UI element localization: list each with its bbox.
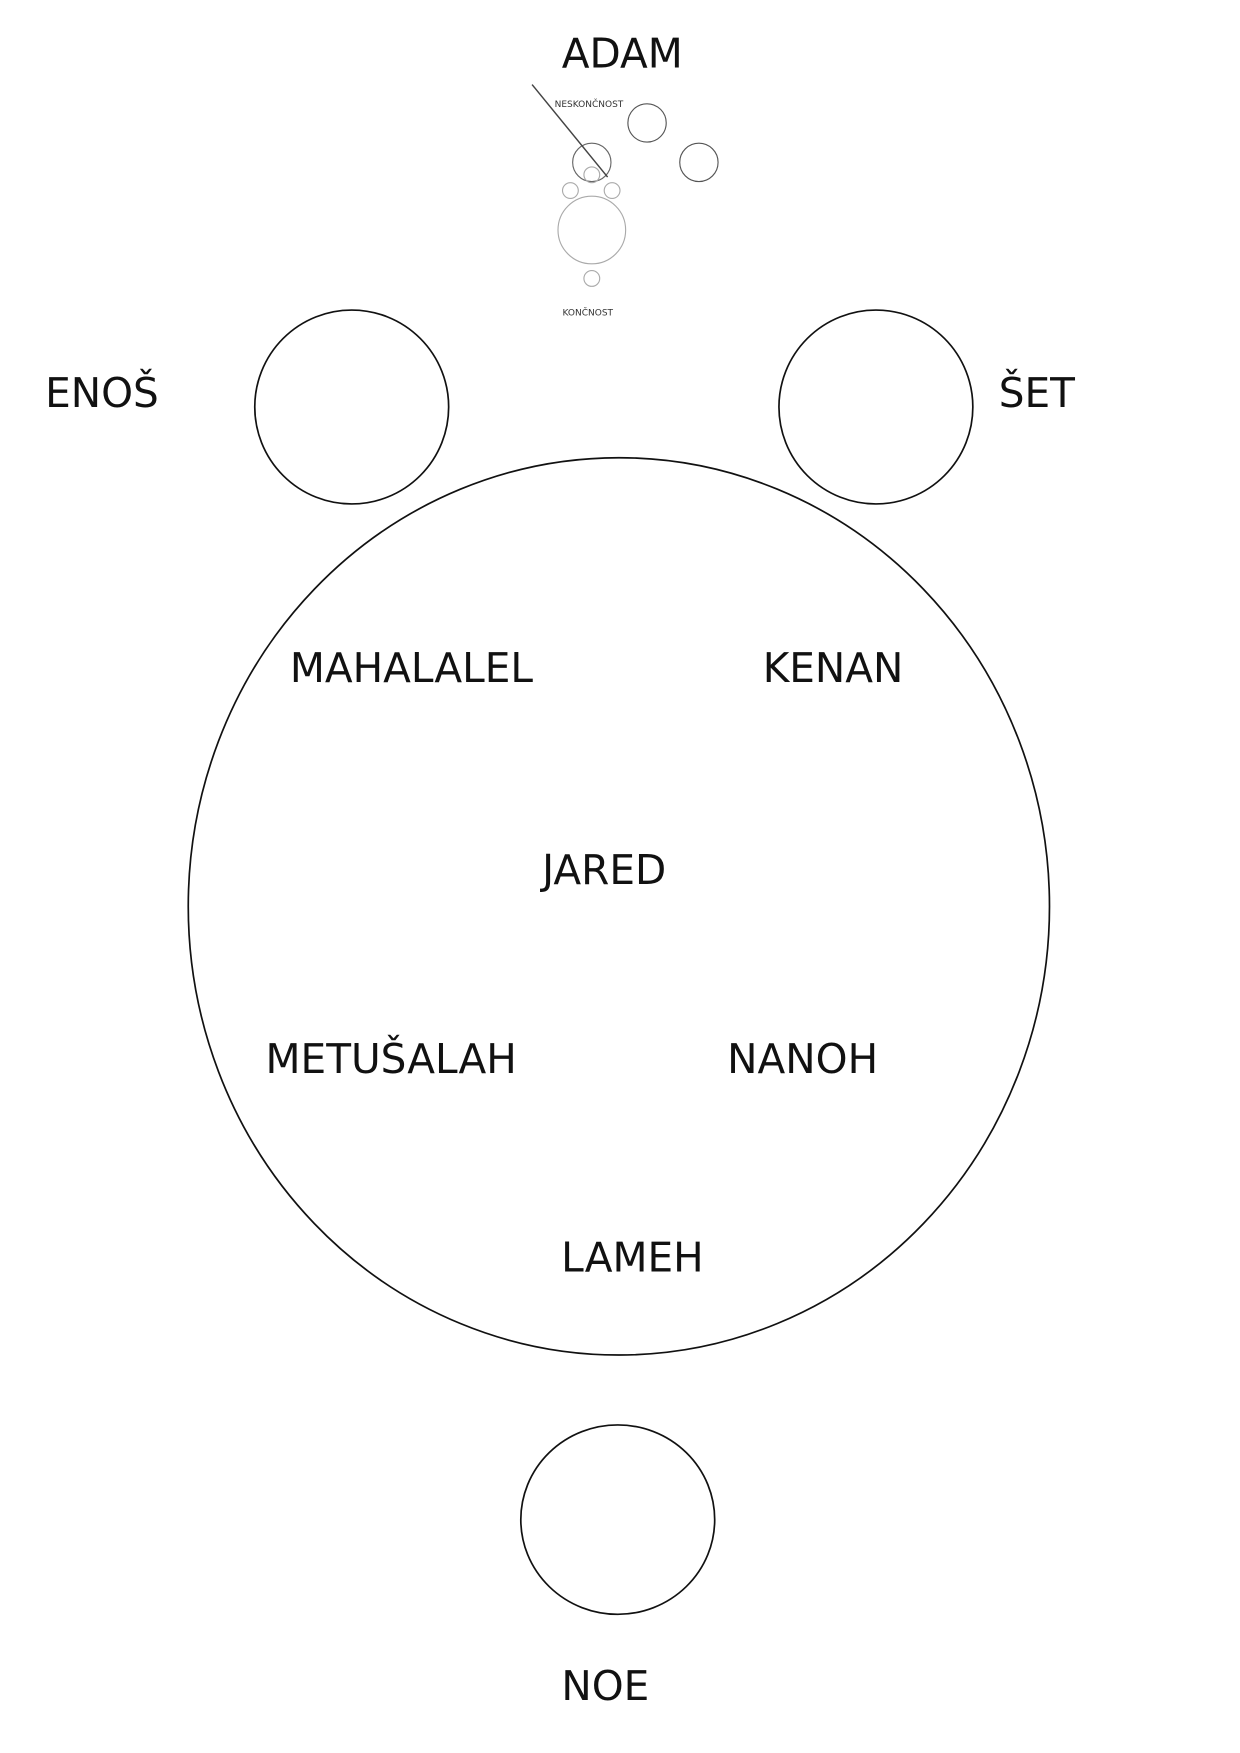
label-noe: NOE xyxy=(561,1662,649,1710)
mini-circle xyxy=(557,195,627,265)
mini-circle xyxy=(679,142,719,183)
label-neskoncnost: NESKONČNOST xyxy=(555,98,624,110)
label-jared: JARED xyxy=(539,846,666,894)
mini-circle xyxy=(583,270,601,287)
label-mahalalel: MAHALALEL xyxy=(290,644,534,692)
mini-circle xyxy=(561,182,579,200)
mini-line xyxy=(531,84,609,178)
set-circle xyxy=(778,309,974,505)
label-enos: ENOŠ xyxy=(45,369,159,417)
mini-circle xyxy=(603,182,621,200)
label-adam: ADAM xyxy=(562,30,683,78)
adam-mini-diagram xyxy=(531,84,719,287)
mini-circle xyxy=(583,166,601,184)
noe-circle xyxy=(519,1424,716,1616)
label-lameh: LAMEH xyxy=(561,1234,703,1282)
label-set: ŠET xyxy=(999,369,1075,417)
mini-circle xyxy=(627,103,667,143)
label-metusalah: METUŠALAH xyxy=(266,1035,517,1083)
label-nanoh: NANOH xyxy=(727,1035,878,1083)
mini-circle xyxy=(572,142,612,183)
label-kenan: KENAN xyxy=(763,644,904,692)
label-koncnost: KONČNOST xyxy=(563,307,614,319)
main-circle xyxy=(187,456,1051,1356)
enos-circle xyxy=(253,309,450,505)
